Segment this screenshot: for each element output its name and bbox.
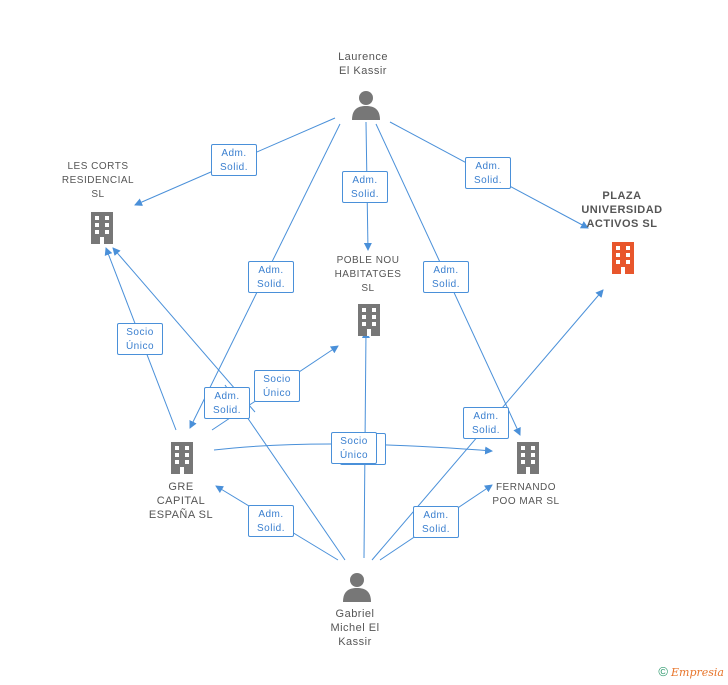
edge-badge[interactable]: Adm. Solid.	[248, 261, 294, 293]
edge-badge[interactable]: Adm. Solid.	[248, 505, 294, 537]
edge-badge[interactable]: Socio Único	[117, 323, 163, 355]
node-label-plaza: PLAZA UNIVERSIDAD ACTIVOS SL	[581, 190, 663, 230]
node-label-laurence: Laurence El Kassir	[338, 51, 388, 77]
edge-badge[interactable]: Adm. Solid.	[465, 157, 511, 189]
copyright-symbol: ©	[658, 664, 668, 679]
edge-badge[interactable]: Socio Único	[254, 370, 300, 402]
building-icon[interactable]	[513, 442, 543, 474]
edge-badge[interactable]: Adm. Solid.	[463, 407, 509, 439]
node-label-fernando: FERNANDO POO MAR SL	[492, 482, 560, 507]
node-label-gre: GRE CAPITAL ESPAÑA SL	[148, 481, 214, 521]
building-icon[interactable]	[608, 242, 638, 274]
edge-badge[interactable]: Socio Único	[331, 432, 377, 464]
person-icon[interactable]	[342, 572, 372, 602]
footer-brand: © Empresia	[658, 664, 724, 679]
building-icon[interactable]	[87, 212, 117, 244]
building-icon[interactable]	[167, 442, 197, 474]
edge-badge[interactable]: Adm. Solid.	[413, 506, 459, 538]
edge-badge[interactable]: Adm. Solid.	[211, 144, 257, 176]
building-icon[interactable]	[354, 304, 384, 336]
edge-badge[interactable]: Adm. Solid.	[423, 261, 469, 293]
brand-logo[interactable]: Empresia	[671, 666, 724, 679]
edge-badge[interactable]: Adm. Solid.	[342, 171, 388, 203]
person-icon[interactable]	[351, 90, 381, 120]
node-label-poble-nou: POBLE NOU HABITATGES SL	[334, 255, 402, 294]
edge-gre-lescorts-b	[112, 247, 256, 413]
node-label-les-corts: LES CORTS RESIDENCIAL SL	[61, 161, 135, 200]
node-label-gabriel: Gabriel Michel El Kassir	[330, 608, 380, 648]
edge-badge[interactable]: Adm. Solid.	[204, 387, 250, 419]
